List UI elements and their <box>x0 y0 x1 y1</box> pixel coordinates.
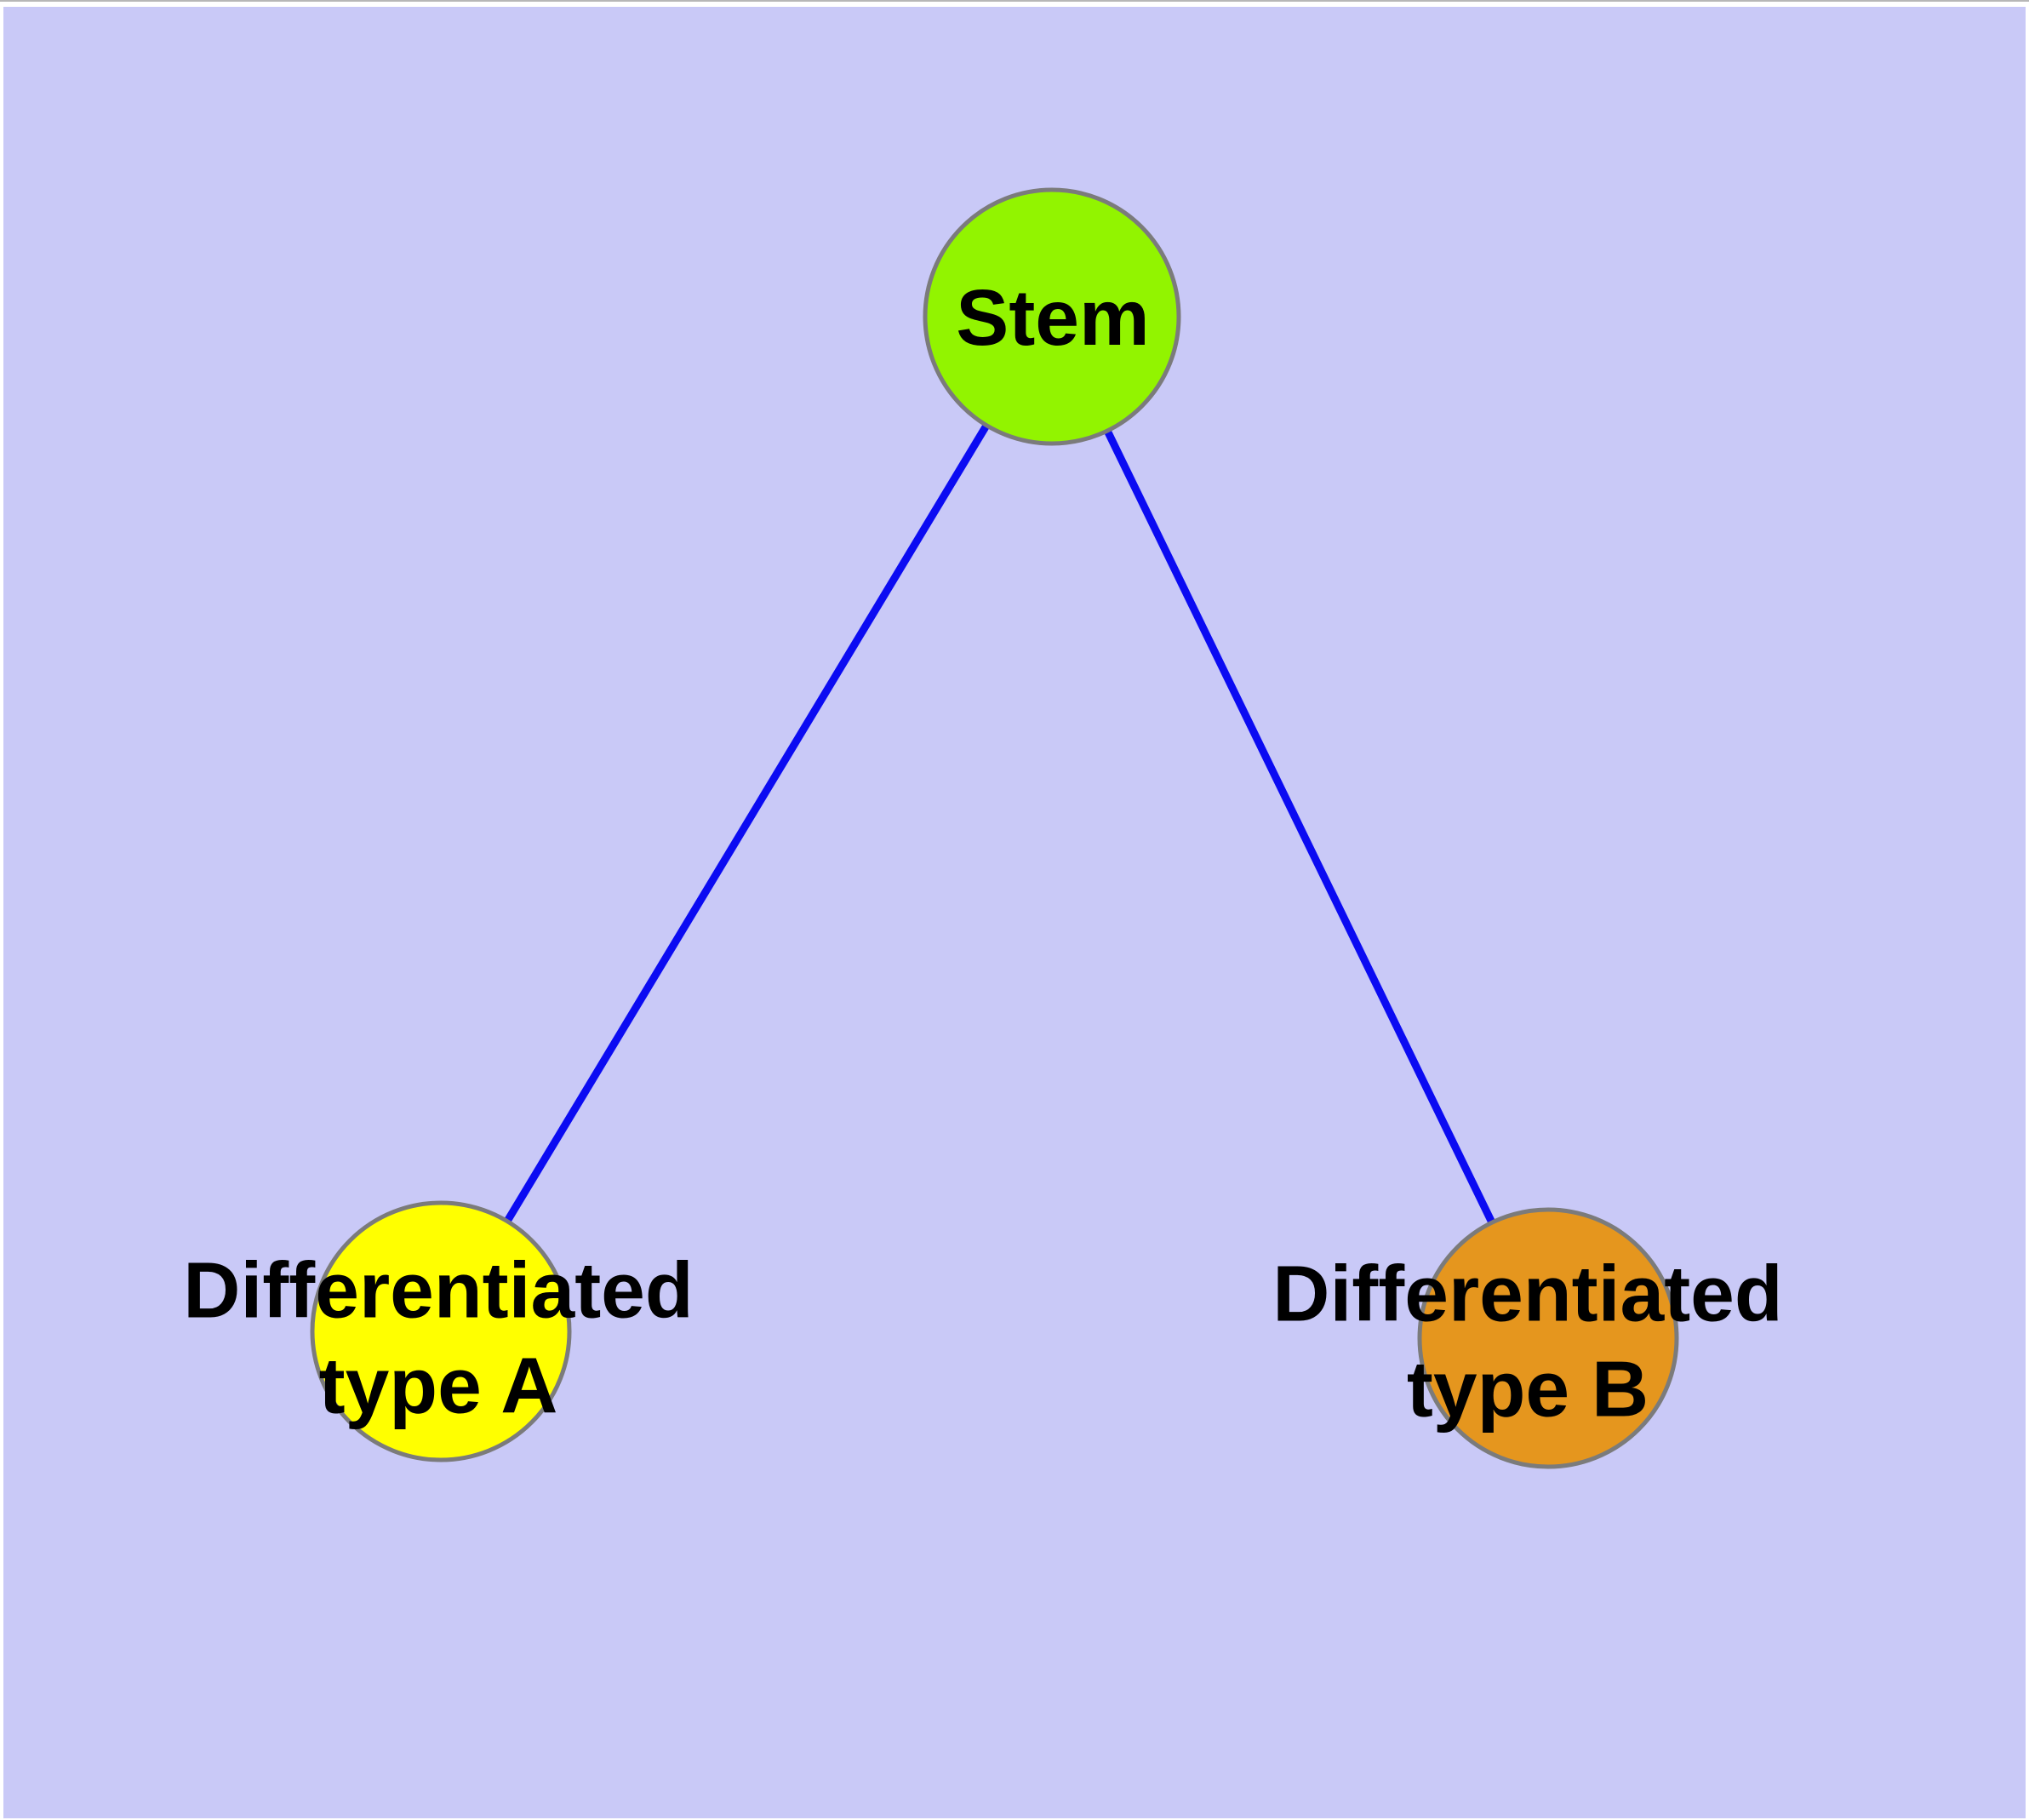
node-label-stem: Stem <box>956 273 1150 363</box>
edge-stem-to-type-b <box>1048 315 1552 1340</box>
node-label-differentiated-type-a: Differentiated type A <box>183 1245 694 1429</box>
node-differentiated-type-b <box>1417 1207 1679 1469</box>
edge-stem-to-type-a <box>437 314 1055 1334</box>
node-stem <box>923 187 1181 446</box>
node-differentiated-type-a <box>310 1200 572 1462</box>
node-label-differentiated-type-b: Differentiated type B <box>1272 1249 1783 1433</box>
window-top-edge <box>0 0 2029 2</box>
